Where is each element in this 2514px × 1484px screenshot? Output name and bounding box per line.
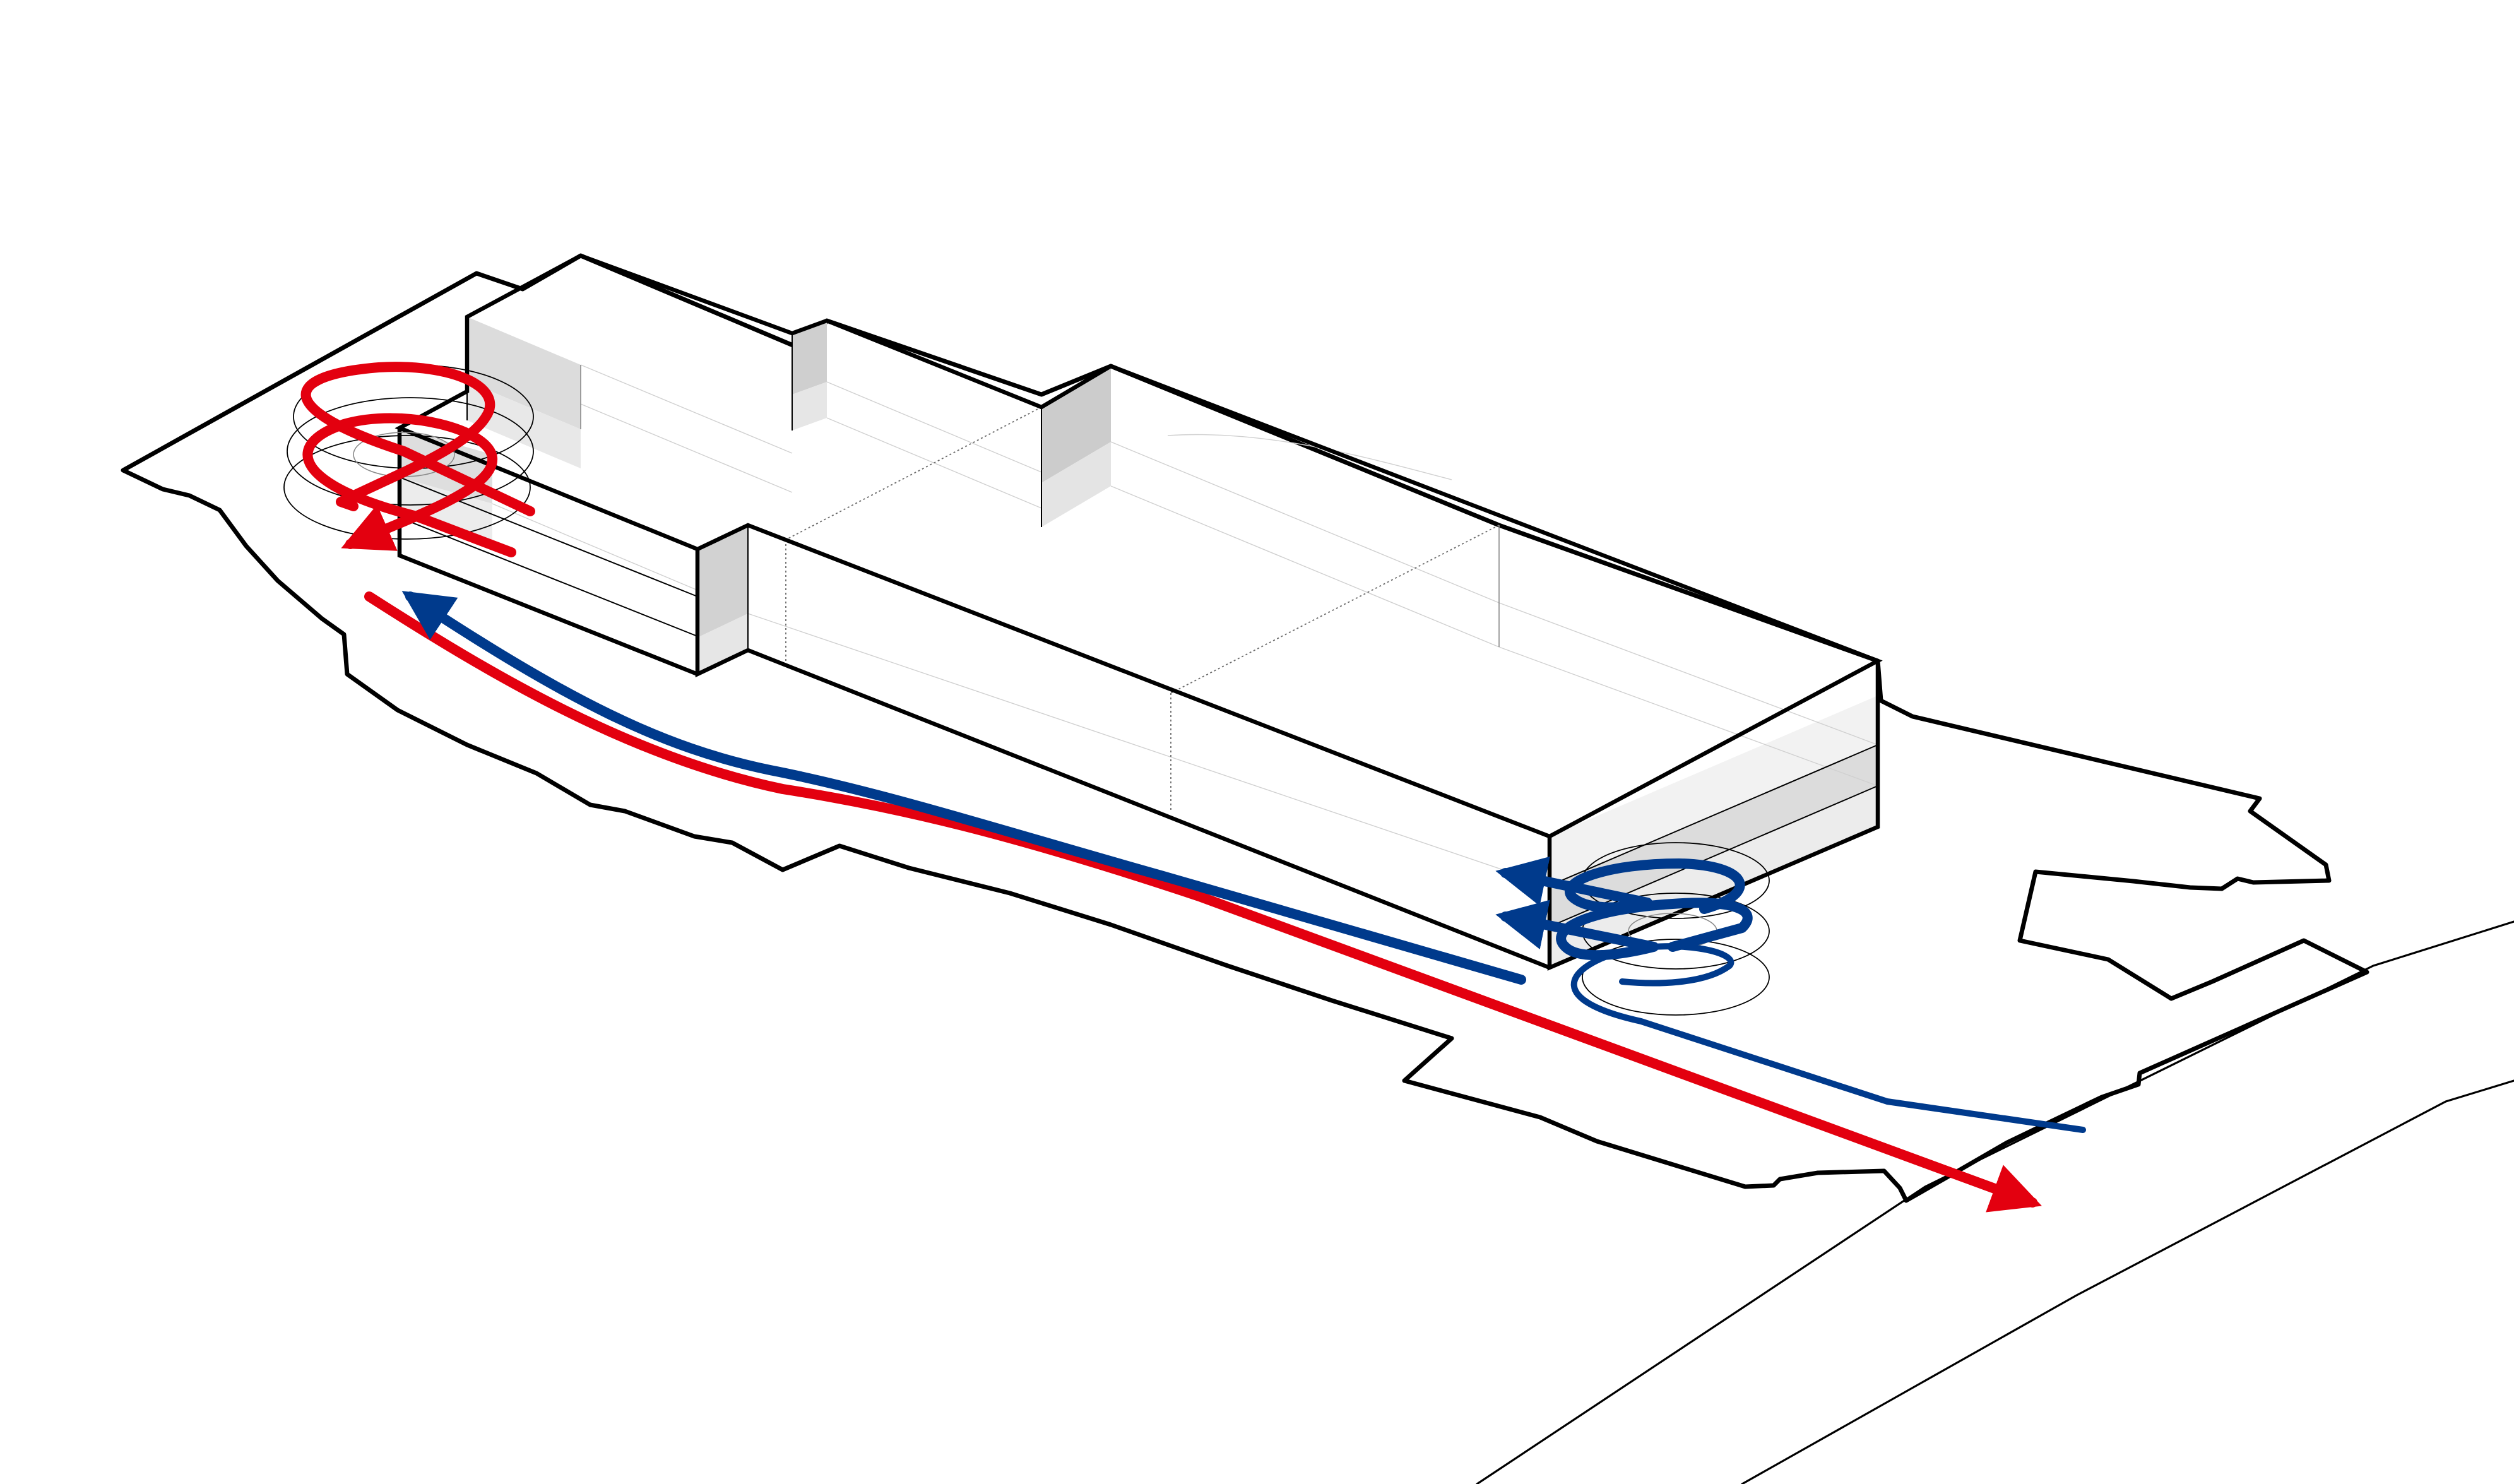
road-edge-far	[1476, 920, 2514, 1484]
site-outline	[121, 253, 2369, 1203]
red-loop-upper	[300, 362, 535, 516]
blue-loop-upper	[1495, 856, 1745, 914]
road-edge-near	[1741, 1079, 2514, 1484]
red-route-main	[364, 591, 2043, 1213]
blue-loop-lower	[1495, 898, 1753, 961]
road-edges	[1476, 920, 2514, 1484]
blue-route-main	[401, 591, 1526, 985]
red-circulation-route	[300, 362, 2043, 1213]
interior-wireframe	[492, 364, 1878, 886]
ramp-spirals	[283, 364, 1770, 1016]
blue-circulation-route	[401, 591, 2086, 1133]
roof-outline	[394, 253, 1883, 839]
red-loop-lower	[302, 413, 516, 557]
blue-route-tail	[1570, 943, 2086, 1133]
site-boundary	[121, 253, 2369, 1203]
roof-divisions	[580, 365, 1500, 811]
